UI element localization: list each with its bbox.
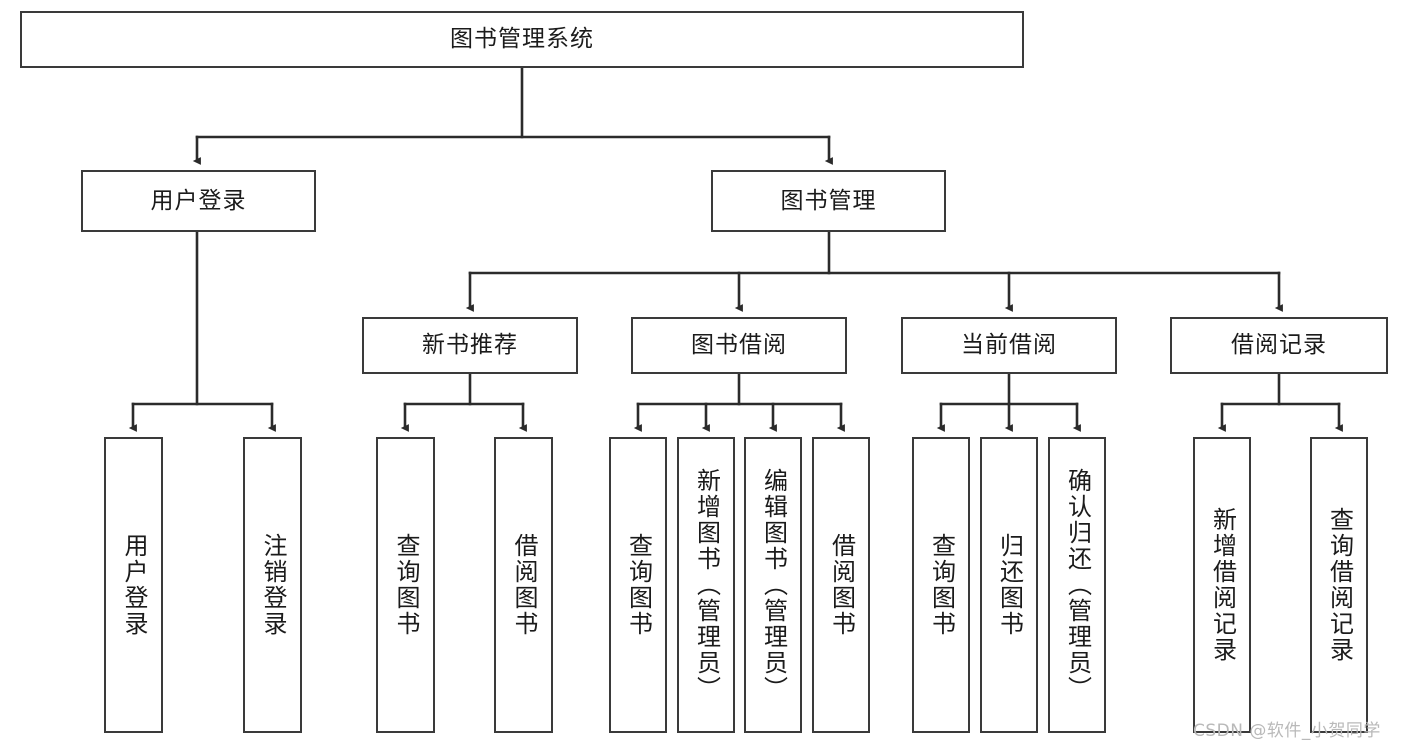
node-leaf-user-logout[interactable]: 注销登录	[243, 437, 302, 733]
node-leaf-confirm-return[interactable]: 确认归还（管理员）	[1048, 437, 1106, 733]
node-root-book-management-system[interactable]: 图书管理系统	[20, 11, 1024, 68]
node-label: 新增借阅记录	[1208, 507, 1237, 663]
node-label: 新书推荐	[422, 332, 518, 359]
node-label: 归还图书	[995, 533, 1024, 637]
node-leaf-user-login[interactable]: 用户登录	[104, 437, 163, 733]
node-label: 编辑图书（管理员）	[759, 468, 788, 702]
node-label: 用户登录	[119, 533, 148, 637]
node-leaf-query-record[interactable]: 查询借阅记录	[1310, 437, 1368, 733]
node-label: 图书管理	[780, 187, 877, 214]
node-label: 新增图书（管理员）	[692, 468, 721, 702]
node-user-login[interactable]: 用户登录	[81, 170, 316, 232]
node-label: 图书管理系统	[450, 26, 594, 53]
node-label: 查询图书	[927, 533, 956, 637]
node-borrow-record[interactable]: 借阅记录	[1170, 317, 1388, 374]
node-label: 查询图书	[391, 533, 420, 637]
node-leaf-return-book[interactable]: 归还图书	[980, 437, 1038, 733]
node-leaf-borrow-book-2[interactable]: 借阅图书	[812, 437, 870, 733]
watermark: CSDN @软件_小贺同学	[1193, 721, 1381, 741]
node-label: 借阅记录	[1231, 332, 1327, 359]
node-leaf-add-record[interactable]: 新增借阅记录	[1193, 437, 1251, 733]
node-leaf-add-book[interactable]: 新增图书（管理员）	[677, 437, 735, 733]
node-leaf-query-book-3[interactable]: 查询图书	[912, 437, 970, 733]
node-label: 当前借阅	[961, 332, 1057, 359]
node-label: 图书借阅	[691, 332, 787, 359]
node-leaf-borrow-book-1[interactable]: 借阅图书	[494, 437, 553, 733]
node-current-borrow[interactable]: 当前借阅	[901, 317, 1117, 374]
node-leaf-query-book-1[interactable]: 查询图书	[376, 437, 435, 733]
node-book-borrow[interactable]: 图书借阅	[631, 317, 847, 374]
node-label: 确认归还（管理员）	[1063, 468, 1092, 702]
node-label: 用户登录	[150, 187, 247, 214]
node-new-book-recommend[interactable]: 新书推荐	[362, 317, 578, 374]
node-leaf-edit-book[interactable]: 编辑图书（管理员）	[744, 437, 802, 733]
node-label: 借阅图书	[509, 533, 538, 637]
node-label: 查询借阅记录	[1325, 507, 1354, 663]
node-label: 注销登录	[258, 533, 287, 637]
node-leaf-query-book-2[interactable]: 查询图书	[609, 437, 667, 733]
node-label: 借阅图书	[827, 533, 856, 637]
node-label: 查询图书	[624, 533, 653, 637]
node-book-manage[interactable]: 图书管理	[711, 170, 946, 232]
